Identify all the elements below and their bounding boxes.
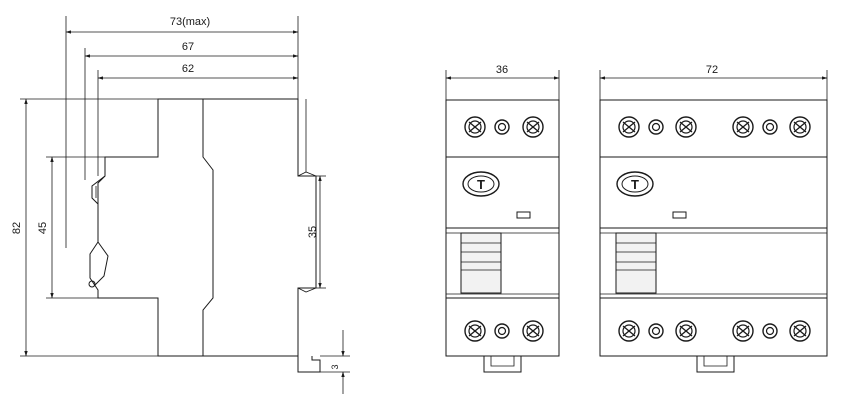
- lever-pivot: [88, 280, 96, 288]
- din-clip: [483, 355, 522, 373]
- terminal-nut-icon: [762, 119, 778, 135]
- terminal-screw-icon: [464, 116, 486, 138]
- din-clip-detail: [703, 356, 728, 367]
- dim-label-3: 3: [330, 364, 340, 369]
- side-view: 73(max) 67 62 82 45 35: [11, 16, 350, 394]
- terminal-nut-icon: [494, 323, 510, 339]
- front-view-4p: 72 T: [599, 64, 828, 373]
- terminal-screw-icon: [618, 116, 640, 138]
- toggle-handle: [460, 232, 502, 294]
- test-button-inner: [621, 175, 649, 193]
- dim-label-36: 36: [496, 64, 508, 76]
- test-button-label: T: [631, 177, 639, 192]
- terminal-screw-icon: [675, 320, 697, 342]
- dim-label-45: 45: [37, 222, 49, 234]
- terminal-screw-icon: [789, 116, 811, 138]
- terminal-screw-icon: [618, 320, 640, 342]
- breaker-side-outline: [89, 98, 214, 357]
- rail-clip-bottom: [297, 287, 317, 293]
- terminal-screw-icon: [464, 320, 486, 342]
- test-button-label: T: [477, 177, 485, 192]
- indicator-window: [516, 211, 531, 219]
- rear-housing: [203, 98, 317, 357]
- terminal-nut-icon: [648, 119, 664, 135]
- din-clip: [696, 355, 735, 373]
- test-button-inner: [467, 175, 495, 193]
- din-clip-detail: [490, 356, 515, 367]
- indicator-window: [672, 211, 687, 219]
- front-view-2p: 36 T: [445, 64, 560, 373]
- dim-label-72: 72: [706, 64, 718, 76]
- dim-label-62: 62: [182, 63, 194, 75]
- rail-clip-top: [297, 171, 317, 177]
- terminal-screw-icon: [732, 116, 754, 138]
- toggle-handle: [615, 232, 657, 294]
- terminal-screw-icon: [522, 320, 544, 342]
- terminal-screw-icon: [732, 320, 754, 342]
- toggle-lever: [91, 175, 109, 287]
- terminal-nut-icon: [494, 119, 510, 135]
- dim-label-67: 67: [182, 41, 194, 53]
- terminal-screw-icon: [522, 116, 544, 138]
- dim-label-82: 82: [11, 222, 23, 234]
- terminal-screw-icon: [675, 116, 697, 138]
- terminal-nut-icon: [762, 323, 778, 339]
- terminal-nut-icon: [648, 323, 664, 339]
- dim-label-35: 35: [307, 226, 319, 238]
- din-clip: [297, 356, 321, 373]
- terminal-screw-icon: [789, 320, 811, 342]
- dim-label-73max: 73(max): [170, 16, 210, 28]
